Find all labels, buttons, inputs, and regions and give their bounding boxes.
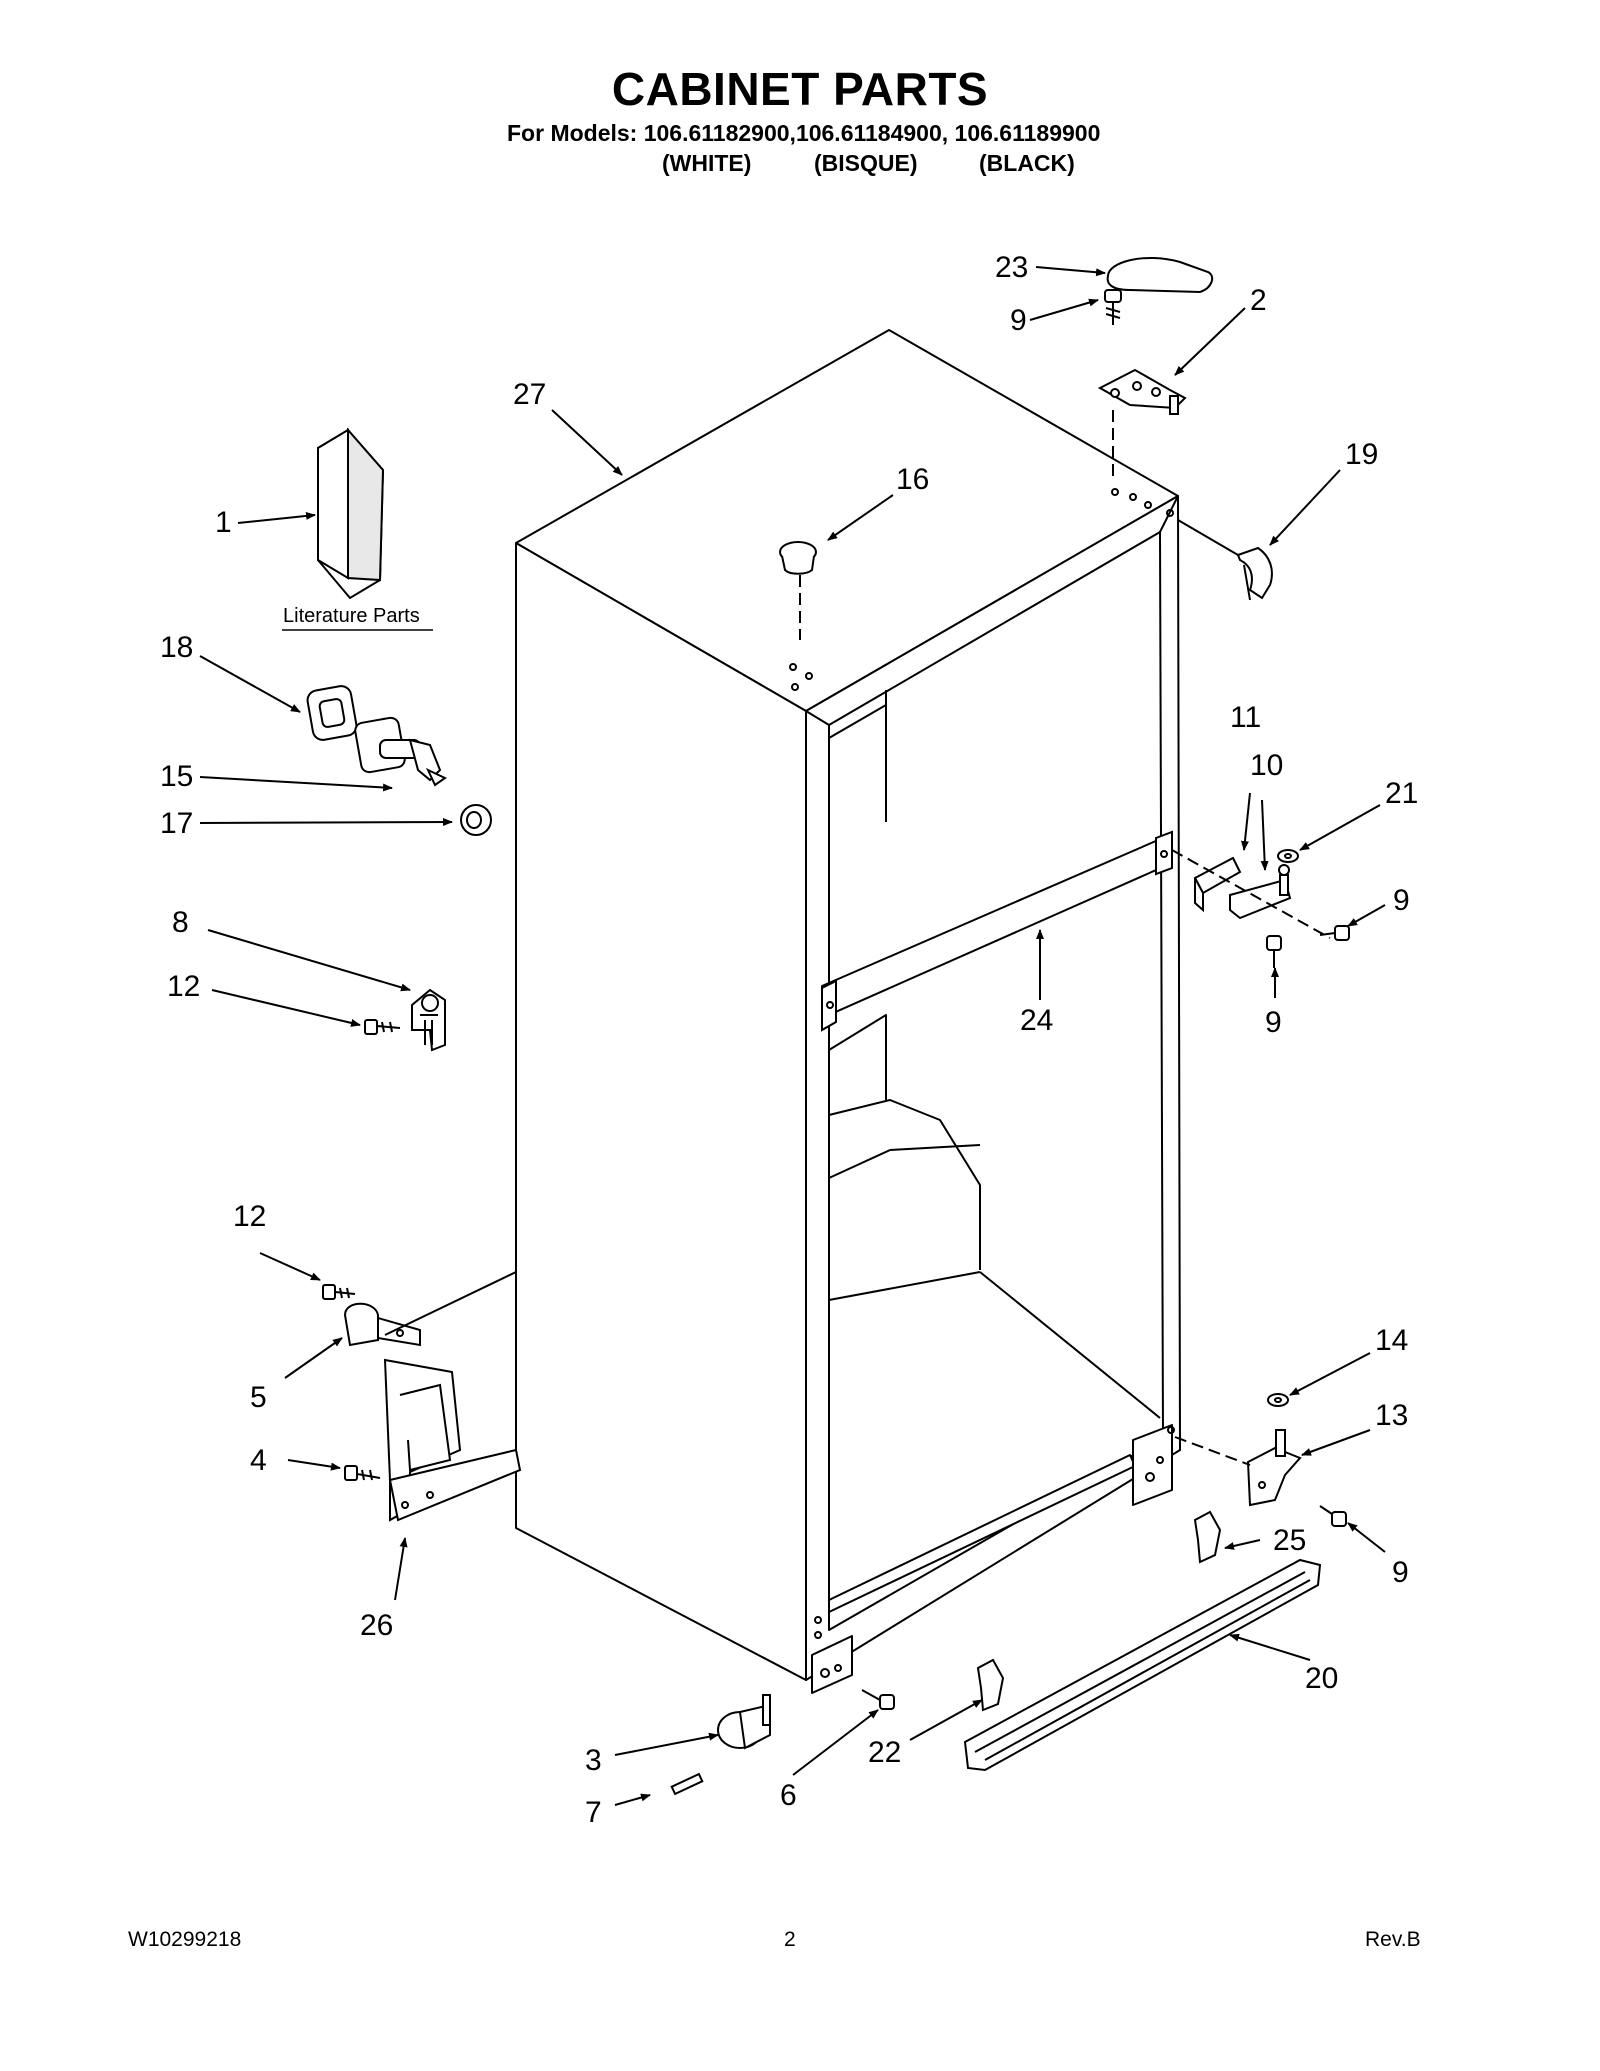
center-hinge	[1193, 856, 1292, 920]
callout-labels: 23 9 2 27 19 16 1 Literature Parts 18 15…	[160, 251, 1418, 1829]
callout-3: 3	[585, 1744, 602, 1777]
callout-9-top: 9	[1010, 304, 1027, 337]
hinge-screw-center	[1266, 925, 1350, 968]
revision-label: Rev.B	[1365, 1928, 1421, 1951]
grille-clip-25	[1193, 1510, 1222, 1564]
leveling-roller	[717, 1694, 771, 1750]
bottom-hinge	[1246, 1429, 1302, 1507]
callout-4: 4	[250, 1444, 267, 1477]
washer-21	[1277, 849, 1299, 863]
callout-12-upper: 12	[167, 970, 200, 1003]
bushing	[460, 804, 492, 836]
top-hinge	[1097, 368, 1187, 415]
callout-12-lower: 12	[233, 1200, 266, 1233]
hinge-clip	[411, 988, 446, 1052]
hinge-trim	[1236, 546, 1273, 601]
callout-17: 17	[160, 807, 193, 840]
callout-22: 22	[868, 1736, 901, 1769]
roller-pin	[670, 1772, 704, 1796]
callout-15: 15	[160, 760, 193, 793]
callout-8: 8	[172, 906, 189, 939]
callout-1: 1	[215, 506, 232, 539]
callout-5: 5	[250, 1381, 267, 1414]
page-title: CABINET PARTS	[611, 63, 989, 115]
callout-18: 18	[160, 631, 193, 664]
top-plug	[779, 541, 817, 575]
cabinet-body	[515, 329, 1181, 1694]
page-number: 2	[784, 1928, 796, 1951]
screw-12-upper	[364, 1019, 401, 1035]
hinge-screw-bottom	[1319, 1505, 1347, 1527]
callout-25: 25	[1273, 1524, 1306, 1557]
screw-4	[344, 1465, 381, 1481]
callout-19: 19	[1345, 438, 1378, 471]
divider-bar	[821, 830, 1173, 1032]
callout-13: 13	[1375, 1399, 1408, 1432]
hinge-screw-top	[1104, 289, 1122, 325]
base-grille	[963, 1558, 1322, 1772]
leader-arrows	[199, 266, 1386, 1806]
callout-9-bottom: 9	[1392, 1556, 1409, 1589]
callout-27: 27	[513, 378, 546, 411]
callout-9-mid: 9	[1265, 1006, 1282, 1039]
callout-26: 26	[360, 1609, 393, 1642]
callout-24: 24	[1020, 1004, 1053, 1037]
literature-booklet	[317, 427, 385, 600]
callout-11: 11	[1230, 701, 1261, 734]
callout-23: 23	[995, 251, 1028, 284]
color-bisque: (BISQUE)	[814, 150, 918, 176]
door-stop	[354, 716, 447, 787]
power-cord-bracket	[383, 1271, 522, 1522]
document-number: W10299218	[128, 1928, 242, 1951]
callout-6: 6	[780, 1779, 797, 1812]
callout-16: 16	[896, 463, 929, 496]
grommet	[306, 685, 358, 741]
callout-2: 2	[1250, 284, 1267, 317]
callout-20: 20	[1305, 1662, 1338, 1695]
color-white: (WHITE)	[662, 150, 752, 176]
callout-21: 21	[1385, 777, 1418, 810]
callout-7: 7	[585, 1796, 602, 1829]
callout-10: 10	[1250, 749, 1283, 782]
hinge-cap	[1106, 256, 1214, 294]
model-numbers: For Models: 106.61182900,106.61184900, 1…	[507, 120, 1101, 146]
cord-clamp	[343, 1302, 421, 1347]
washer-14	[1267, 1393, 1289, 1407]
callout-14: 14	[1375, 1324, 1408, 1357]
callout-9-right: 9	[1393, 884, 1410, 917]
grille-clip-22	[976, 1658, 1005, 1712]
literature-parts-label: Literature Parts	[283, 605, 420, 627]
screw-12-lower	[322, 1284, 356, 1300]
color-black: (BLACK)	[979, 150, 1075, 176]
screw-6	[861, 1689, 895, 1710]
